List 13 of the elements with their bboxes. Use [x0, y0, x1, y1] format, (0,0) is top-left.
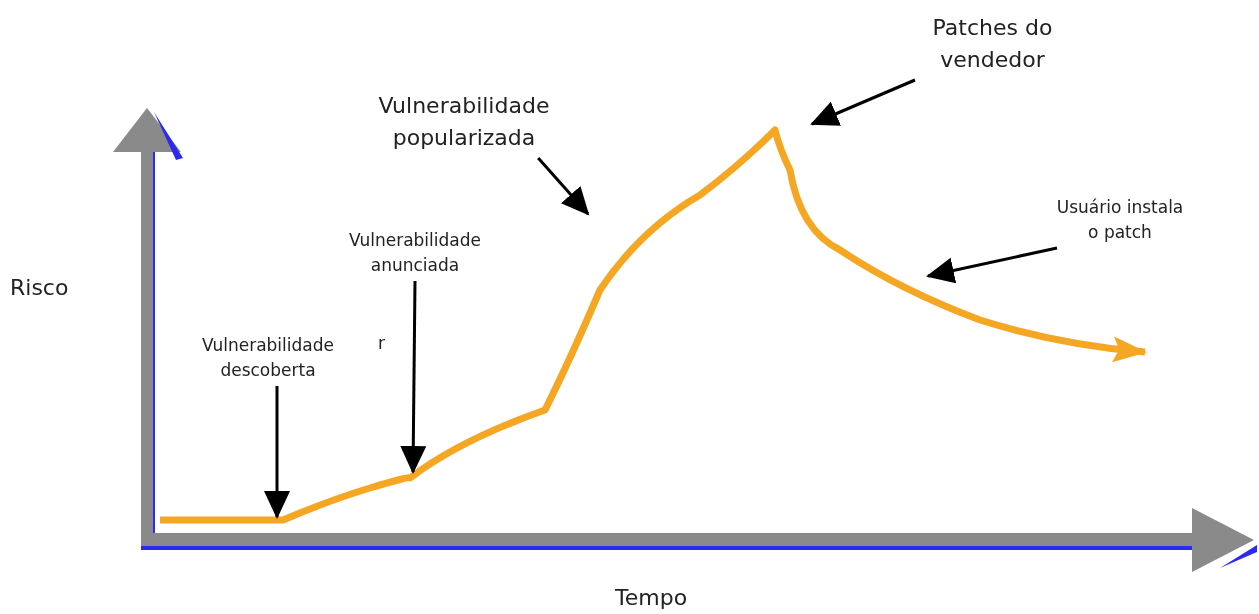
annotation-text: Usuário instala o patch — [1055, 196, 1185, 244]
annotation-text: Vulnerabilidade descoberta — [200, 334, 335, 382]
axis-label: Risco — [10, 275, 69, 300]
leader-arrow — [810, 78, 916, 126]
axis-label: Tempo — [615, 585, 688, 610]
leader-arrow — [264, 386, 290, 519]
stray-mark: r — [378, 333, 385, 353]
annotation-text: Patches do vendedor — [931, 14, 1054, 74]
annotation-text: Vulnerabilidade popularizada — [377, 92, 551, 152]
annotation-text: Vulnerabilidade anunciada — [347, 229, 482, 277]
leader-arrow — [537, 157, 590, 216]
leader-arrow — [400, 281, 427, 474]
leader-arrow — [926, 246, 1058, 284]
